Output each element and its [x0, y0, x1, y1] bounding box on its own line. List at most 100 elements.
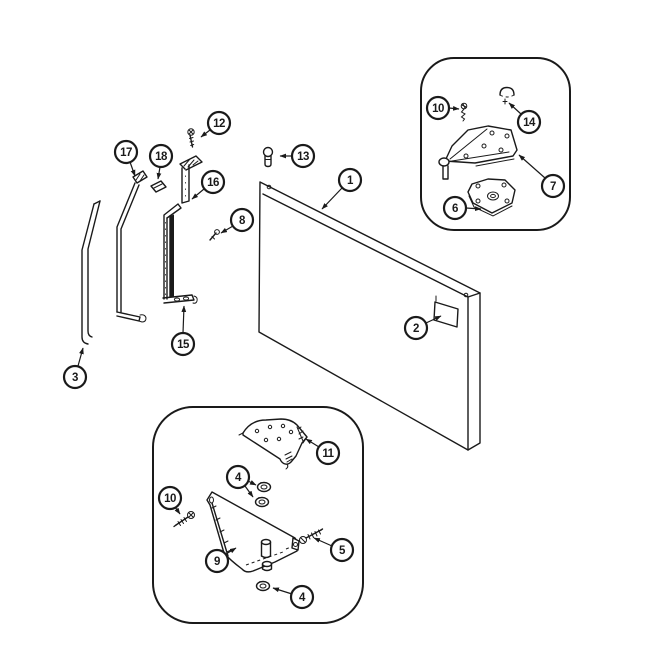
callout-leader-arrow — [305, 438, 320, 448]
callout-circle[interactable] — [540, 173, 566, 199]
callout-number: 10 — [432, 103, 444, 115]
callout-3[interactable]: 3 — [62, 347, 88, 390]
callout-18[interactable]: 18 — [148, 143, 174, 180]
callout-number: 9 — [214, 556, 220, 568]
callout-circle[interactable] — [62, 364, 88, 390]
callout-circle[interactable] — [442, 195, 468, 221]
part-upper-rail-bracket — [179, 155, 203, 204]
callout-number: 11 — [322, 448, 334, 460]
hinge-screw-left-icon — [173, 511, 195, 528]
callout-4[interactable]: 4 — [225, 464, 257, 498]
callout-circle[interactable] — [425, 95, 451, 121]
callout-leader-arrow — [518, 154, 546, 179]
part-clip — [150, 180, 167, 193]
callout-2[interactable]: 2 — [403, 315, 442, 341]
callout-leader-arrow — [272, 587, 293, 595]
inset-bottom — [152, 406, 364, 624]
callout-circle[interactable] — [289, 584, 315, 610]
callout-circle[interactable] — [516, 109, 542, 135]
callout-circle[interactable] — [157, 485, 183, 511]
callout-leader-arrow — [225, 547, 237, 555]
callout-5[interactable]: 5 — [313, 537, 355, 563]
callout-number: 15 — [177, 339, 190, 351]
callout-circle[interactable] — [225, 464, 251, 490]
callout-leader-arrow — [313, 537, 333, 547]
part-top-hinge-plate — [438, 125, 518, 180]
part-handle-bracket-left — [116, 170, 148, 323]
callout-number: 16 — [207, 177, 219, 189]
callout-leader-arrow — [191, 188, 205, 200]
callout-1[interactable]: 1 — [321, 167, 363, 210]
callout-leader-arrow — [508, 102, 522, 115]
callout-circle[interactable] — [200, 169, 226, 195]
callout-circle[interactable] — [206, 110, 232, 136]
callout-leader-arrow — [77, 347, 84, 367]
callout-circle[interactable] — [315, 440, 341, 466]
callout-4[interactable]: 4 — [272, 584, 315, 610]
washer-bottom-icon — [255, 580, 271, 592]
callout-10[interactable]: 10 — [157, 485, 183, 515]
callout-circle[interactable] — [229, 207, 255, 233]
callout-leader-arrow — [181, 305, 187, 334]
callout-leader-arrow — [465, 206, 482, 211]
callout-8[interactable]: 8 — [220, 207, 255, 234]
callout-leader-arrow — [425, 315, 442, 324]
callout-number: 12 — [213, 118, 225, 130]
part-hinge-mounting-plate — [238, 418, 308, 470]
callout-circle[interactable] — [337, 167, 363, 193]
callout-circle[interactable] — [170, 331, 196, 357]
callout-circle[interactable] — [403, 315, 429, 341]
washer-top-icon — [256, 481, 272, 493]
callout-circle[interactable] — [290, 143, 316, 169]
callout-number: 13 — [297, 151, 309, 163]
callout-circle[interactable] — [204, 548, 230, 574]
callout-leader-arrow — [129, 161, 136, 177]
callout-number: 8 — [239, 215, 246, 227]
callout-circle[interactable] — [148, 143, 174, 169]
callout-16[interactable]: 16 — [191, 169, 226, 200]
callout-leader-arrow — [220, 225, 234, 234]
callout-circle[interactable] — [113, 139, 139, 165]
callout-leader-arrow — [156, 166, 162, 180]
callout-number: 7 — [550, 181, 556, 193]
callout-leader-arrow — [244, 485, 254, 498]
shoulder-screw-icon — [262, 146, 274, 168]
callout-14[interactable]: 14 — [508, 102, 542, 135]
washer-middle-icon — [254, 496, 270, 508]
part-bottom-hinge-plate — [467, 178, 516, 217]
part-hinge-rail — [162, 203, 198, 304]
callout-13[interactable]: 13 — [279, 143, 316, 169]
callout-number: 2 — [413, 323, 419, 335]
inset-screw-icon — [460, 102, 468, 122]
callout-number: 17 — [120, 147, 132, 159]
part-trim-strip — [81, 200, 101, 345]
part-door-panel — [258, 181, 481, 451]
callout-number: 1 — [347, 175, 354, 187]
callout-9[interactable]: 9 — [204, 547, 237, 574]
callout-leader-arrow — [321, 187, 343, 210]
callout-17[interactable]: 17 — [113, 139, 139, 177]
callout-number: 6 — [452, 203, 458, 215]
hinge-screw-right-icon — [299, 528, 324, 544]
callout-11[interactable]: 11 — [305, 438, 341, 466]
cap-plug-icon — [499, 86, 515, 105]
callout-15[interactable]: 15 — [170, 305, 196, 357]
callout-number: 18 — [155, 151, 168, 163]
inset-top-right — [420, 57, 571, 231]
callout-circle[interactable] — [329, 537, 355, 563]
callout-12[interactable]: 12 — [200, 110, 232, 138]
tiny-screw-icon — [209, 229, 220, 241]
callout-leader-arrow — [200, 129, 211, 138]
screw-top-icon — [187, 128, 195, 148]
callout-10[interactable]: 10 — [425, 95, 460, 121]
callout-number: 4 — [235, 472, 242, 484]
callout-number: 5 — [339, 545, 346, 557]
callout-number: 10 — [164, 493, 176, 505]
callout-number: 14 — [523, 117, 536, 129]
callout-number: 4 — [299, 592, 306, 604]
callout-6[interactable]: 6 — [442, 195, 482, 221]
callout-7[interactable]: 7 — [518, 154, 566, 199]
callout-leader-arrow — [247, 480, 257, 486]
